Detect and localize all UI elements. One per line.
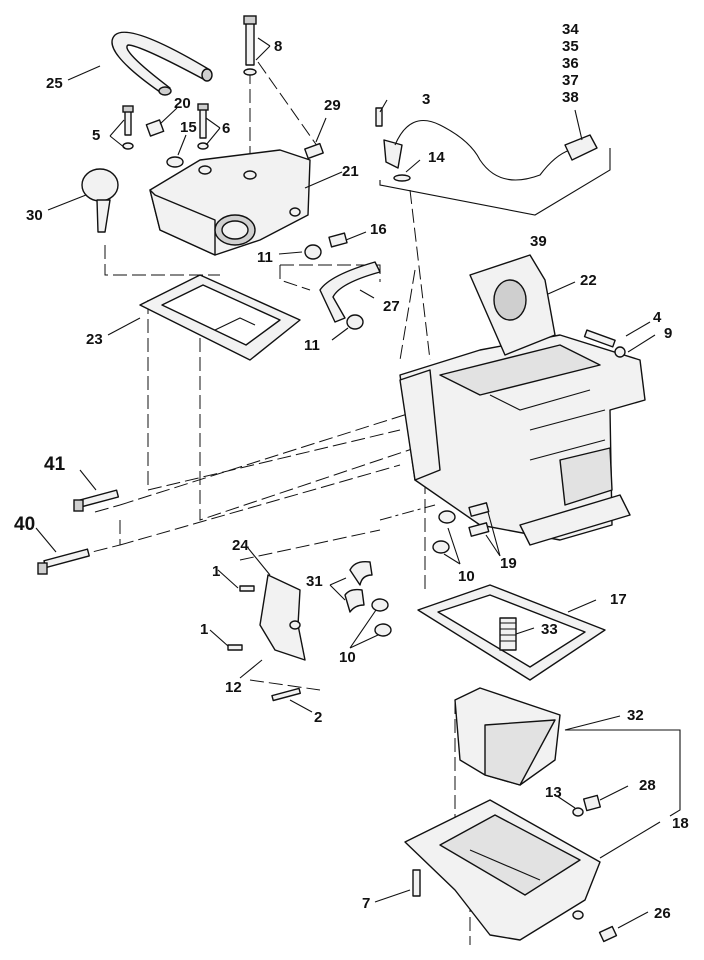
top-cover [149, 149, 311, 256]
dipstick [81, 168, 119, 233]
callout-14: 14 [428, 149, 445, 166]
cover-bolts [122, 103, 209, 150]
top-cover-gasket [139, 274, 301, 361]
leader-lines [35, 37, 681, 929]
callout-22: 22 [580, 272, 597, 289]
callout-1a: 1 [212, 563, 220, 580]
callout-31: 31 [306, 573, 323, 590]
case-bolt [583, 329, 626, 358]
callout-10b: 10 [339, 649, 356, 666]
callout-3: 3 [422, 91, 430, 108]
callout-15: 15 [180, 119, 197, 136]
callout-6: 6 [222, 120, 230, 137]
callout-8: 8 [274, 38, 282, 55]
callout-10a: 10 [458, 568, 475, 585]
callout-23: 23 [86, 331, 103, 348]
callout-24: 24 [232, 537, 249, 554]
callout-20: 20 [174, 95, 191, 112]
callout-2: 2 [314, 709, 322, 726]
callout-1b: 1 [200, 621, 208, 638]
hose-clamps [304, 244, 381, 330]
callout-28: 28 [639, 777, 656, 794]
callout-34: 34 [562, 21, 579, 38]
sensor-leader [574, 109, 583, 141]
callout-37: 37 [562, 72, 579, 89]
speed-sensor [375, 107, 611, 216]
case-fittings [468, 502, 490, 537]
callout-39: 39 [530, 233, 547, 250]
long-bolts [37, 489, 120, 575]
callout-12: 12 [225, 679, 242, 696]
oil-hoses [344, 560, 373, 613]
callout-13: 13 [545, 784, 562, 801]
vent-fittings [304, 142, 348, 248]
callout-labels: 1 1 2 3 4 5 6 7 8 9 10 10 11 11 12 13 14… [14, 21, 689, 922]
drain-hardware [412, 794, 618, 943]
callout-35: 35 [562, 38, 579, 55]
callout-29: 29 [324, 97, 341, 114]
top-bolt [243, 15, 257, 76]
callout-17: 17 [610, 591, 627, 608]
callout-41: 41 [44, 454, 66, 475]
neutral-switch [145, 119, 184, 168]
callout-33: 33 [541, 621, 558, 638]
callout-11b: 11 [304, 337, 320, 354]
callout-7: 7 [362, 895, 370, 912]
side-gasket [417, 584, 606, 681]
callout-32: 32 [627, 707, 644, 724]
callout-40: 40 [14, 514, 35, 535]
callout-27: 27 [383, 298, 400, 315]
transmission-case [399, 254, 646, 546]
oil-baffle [454, 687, 561, 786]
assembly-lines [59, 61, 606, 945]
callout-26: 26 [654, 905, 671, 922]
callout-38: 38 [562, 89, 579, 106]
callout-9: 9 [664, 325, 672, 342]
callout-11a: 11 [257, 249, 273, 266]
callout-18: 18 [672, 815, 689, 832]
mounting-bracket [259, 574, 306, 661]
callout-30: 30 [26, 207, 43, 224]
vent-hose [111, 31, 213, 96]
callout-25: 25 [46, 75, 63, 92]
bracket-screws [227, 585, 301, 702]
callout-21: 21 [342, 163, 359, 180]
callout-5: 5 [92, 127, 100, 144]
callout-4: 4 [653, 309, 662, 326]
callout-19: 19 [500, 555, 517, 572]
oil-pan [404, 799, 601, 941]
hose-clamps-lower [371, 510, 456, 637]
callout-16: 16 [370, 221, 387, 238]
callout-36: 36 [562, 55, 579, 72]
